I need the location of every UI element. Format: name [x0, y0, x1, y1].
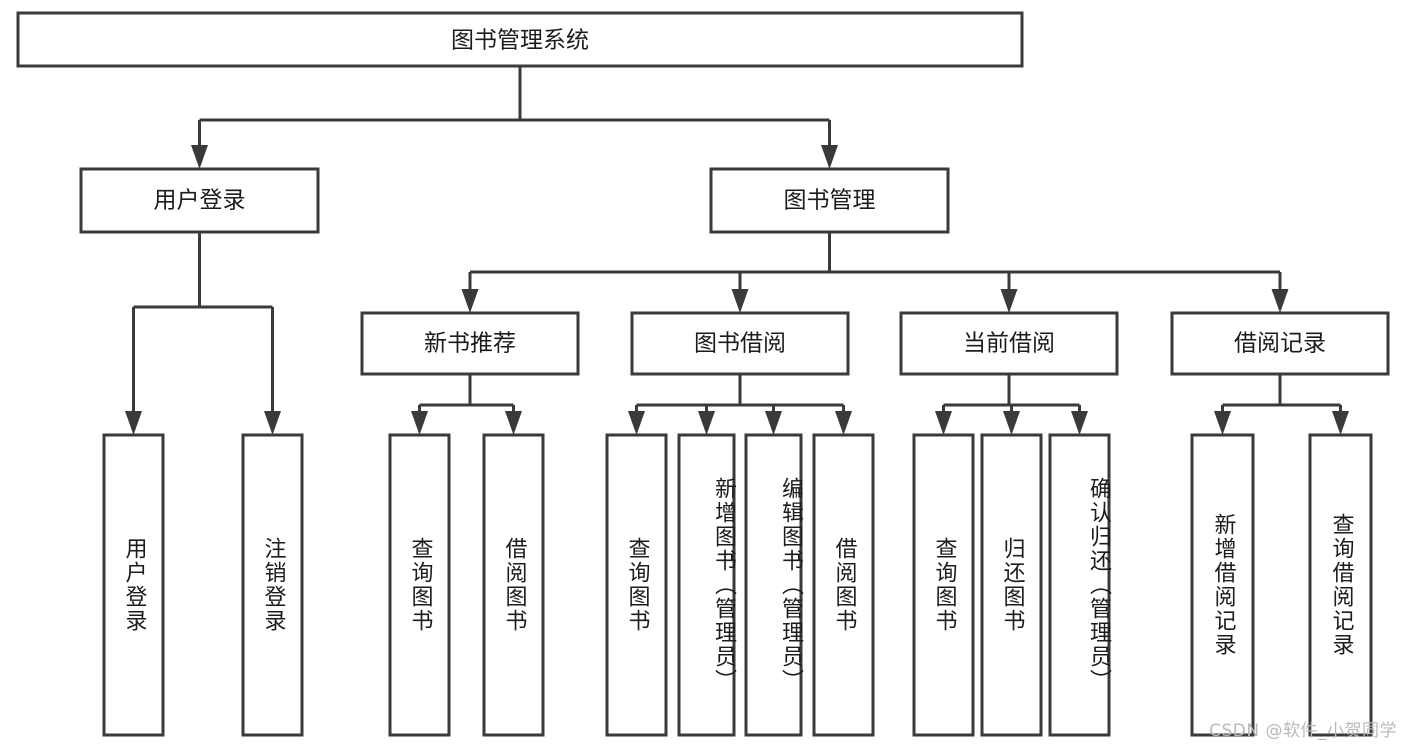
arrow-head-leaf-borrow-books-a [505, 411, 522, 435]
node-user-login-box[interactable] [79, 167, 320, 234]
node-root-box[interactable] [16, 11, 1024, 68]
leaf-query-books-borrow-box[interactable] [605, 433, 668, 737]
arrow-head-current-borrow [1000, 289, 1018, 313]
leaf-edit-book-admin-box[interactable] [744, 433, 803, 737]
leaf-add-book-admin-box[interactable] [677, 433, 736, 737]
node-borrow-records-box[interactable] [1170, 311, 1390, 376]
arrow-head-borrow-records [1271, 289, 1289, 313]
leaf-borrow-books-recommend-box[interactable] [482, 433, 545, 737]
arrow-head-user-login [191, 145, 208, 169]
node-new-book-recommend-box[interactable] [360, 311, 580, 376]
arrow-head-leaf-borrow-books-b [835, 411, 852, 435]
arrow-head-new-books [461, 289, 479, 313]
arrow-head-leaf-query-books-a [411, 411, 428, 435]
node-current-borrow-box[interactable] [899, 311, 1119, 376]
node-book-borrow-box[interactable] [630, 311, 850, 376]
csdn-watermark: CSDN @软件_小贺同学 [1209, 721, 1397, 741]
node-book-management-box[interactable] [709, 167, 950, 234]
leaf-add-borrow-record-box[interactable] [1190, 433, 1255, 737]
leaf-query-borrow-record-box[interactable] [1308, 433, 1373, 737]
arrow-head-book-mgmt [821, 145, 838, 169]
arrow-head-leaf-add-book [698, 411, 715, 435]
arrow-head-leaf-add-record [1214, 411, 1231, 435]
arrow-head-leaf-query-books-b [628, 411, 645, 435]
arrow-head-leaf-edit-book [765, 411, 782, 435]
leaf-query-books-recommend-box[interactable] [388, 433, 451, 737]
arrow-head-leaf-query-books-c [935, 411, 952, 435]
connectors-layer [125, 66, 1349, 435]
arrow-head-leaf-user-login [125, 411, 142, 435]
arrow-head-leaf-confirm-return [1071, 411, 1088, 435]
node-user-login-label: 用户登录 [154, 188, 246, 214]
leaf-logout-box[interactable] [241, 433, 304, 737]
arrow-head-leaf-return-book [1003, 411, 1020, 435]
leaf-confirm-return-admin-box[interactable] [1048, 433, 1111, 737]
arrow-head-leaf-query-record [1332, 411, 1349, 435]
node-book-borrow-label: 图书借阅 [694, 331, 786, 357]
leaf-user-login-box[interactable] [102, 433, 165, 737]
arrow-head-leaf-logout [264, 411, 281, 435]
node-book-management-label: 图书管理 [784, 188, 876, 214]
node-current-borrow-label: 当前借阅 [963, 331, 1055, 357]
leaf-borrow-books-borrow-box[interactable] [812, 433, 875, 737]
leaf-return-book-box[interactable] [980, 433, 1043, 737]
node-root-label: 图书管理系统 [451, 28, 589, 54]
nodes-layer: 图书管理系统 用户登录 图书管理 新书推荐 图书借阅 当前借阅 借阅记录 [16, 11, 1390, 737]
leaf-query-books-current-box[interactable] [912, 433, 975, 737]
node-borrow-records-label: 借阅记录 [1234, 331, 1326, 357]
node-new-book-recommend-label: 新书推荐 [424, 331, 516, 357]
arrow-head-borrow [731, 289, 749, 313]
